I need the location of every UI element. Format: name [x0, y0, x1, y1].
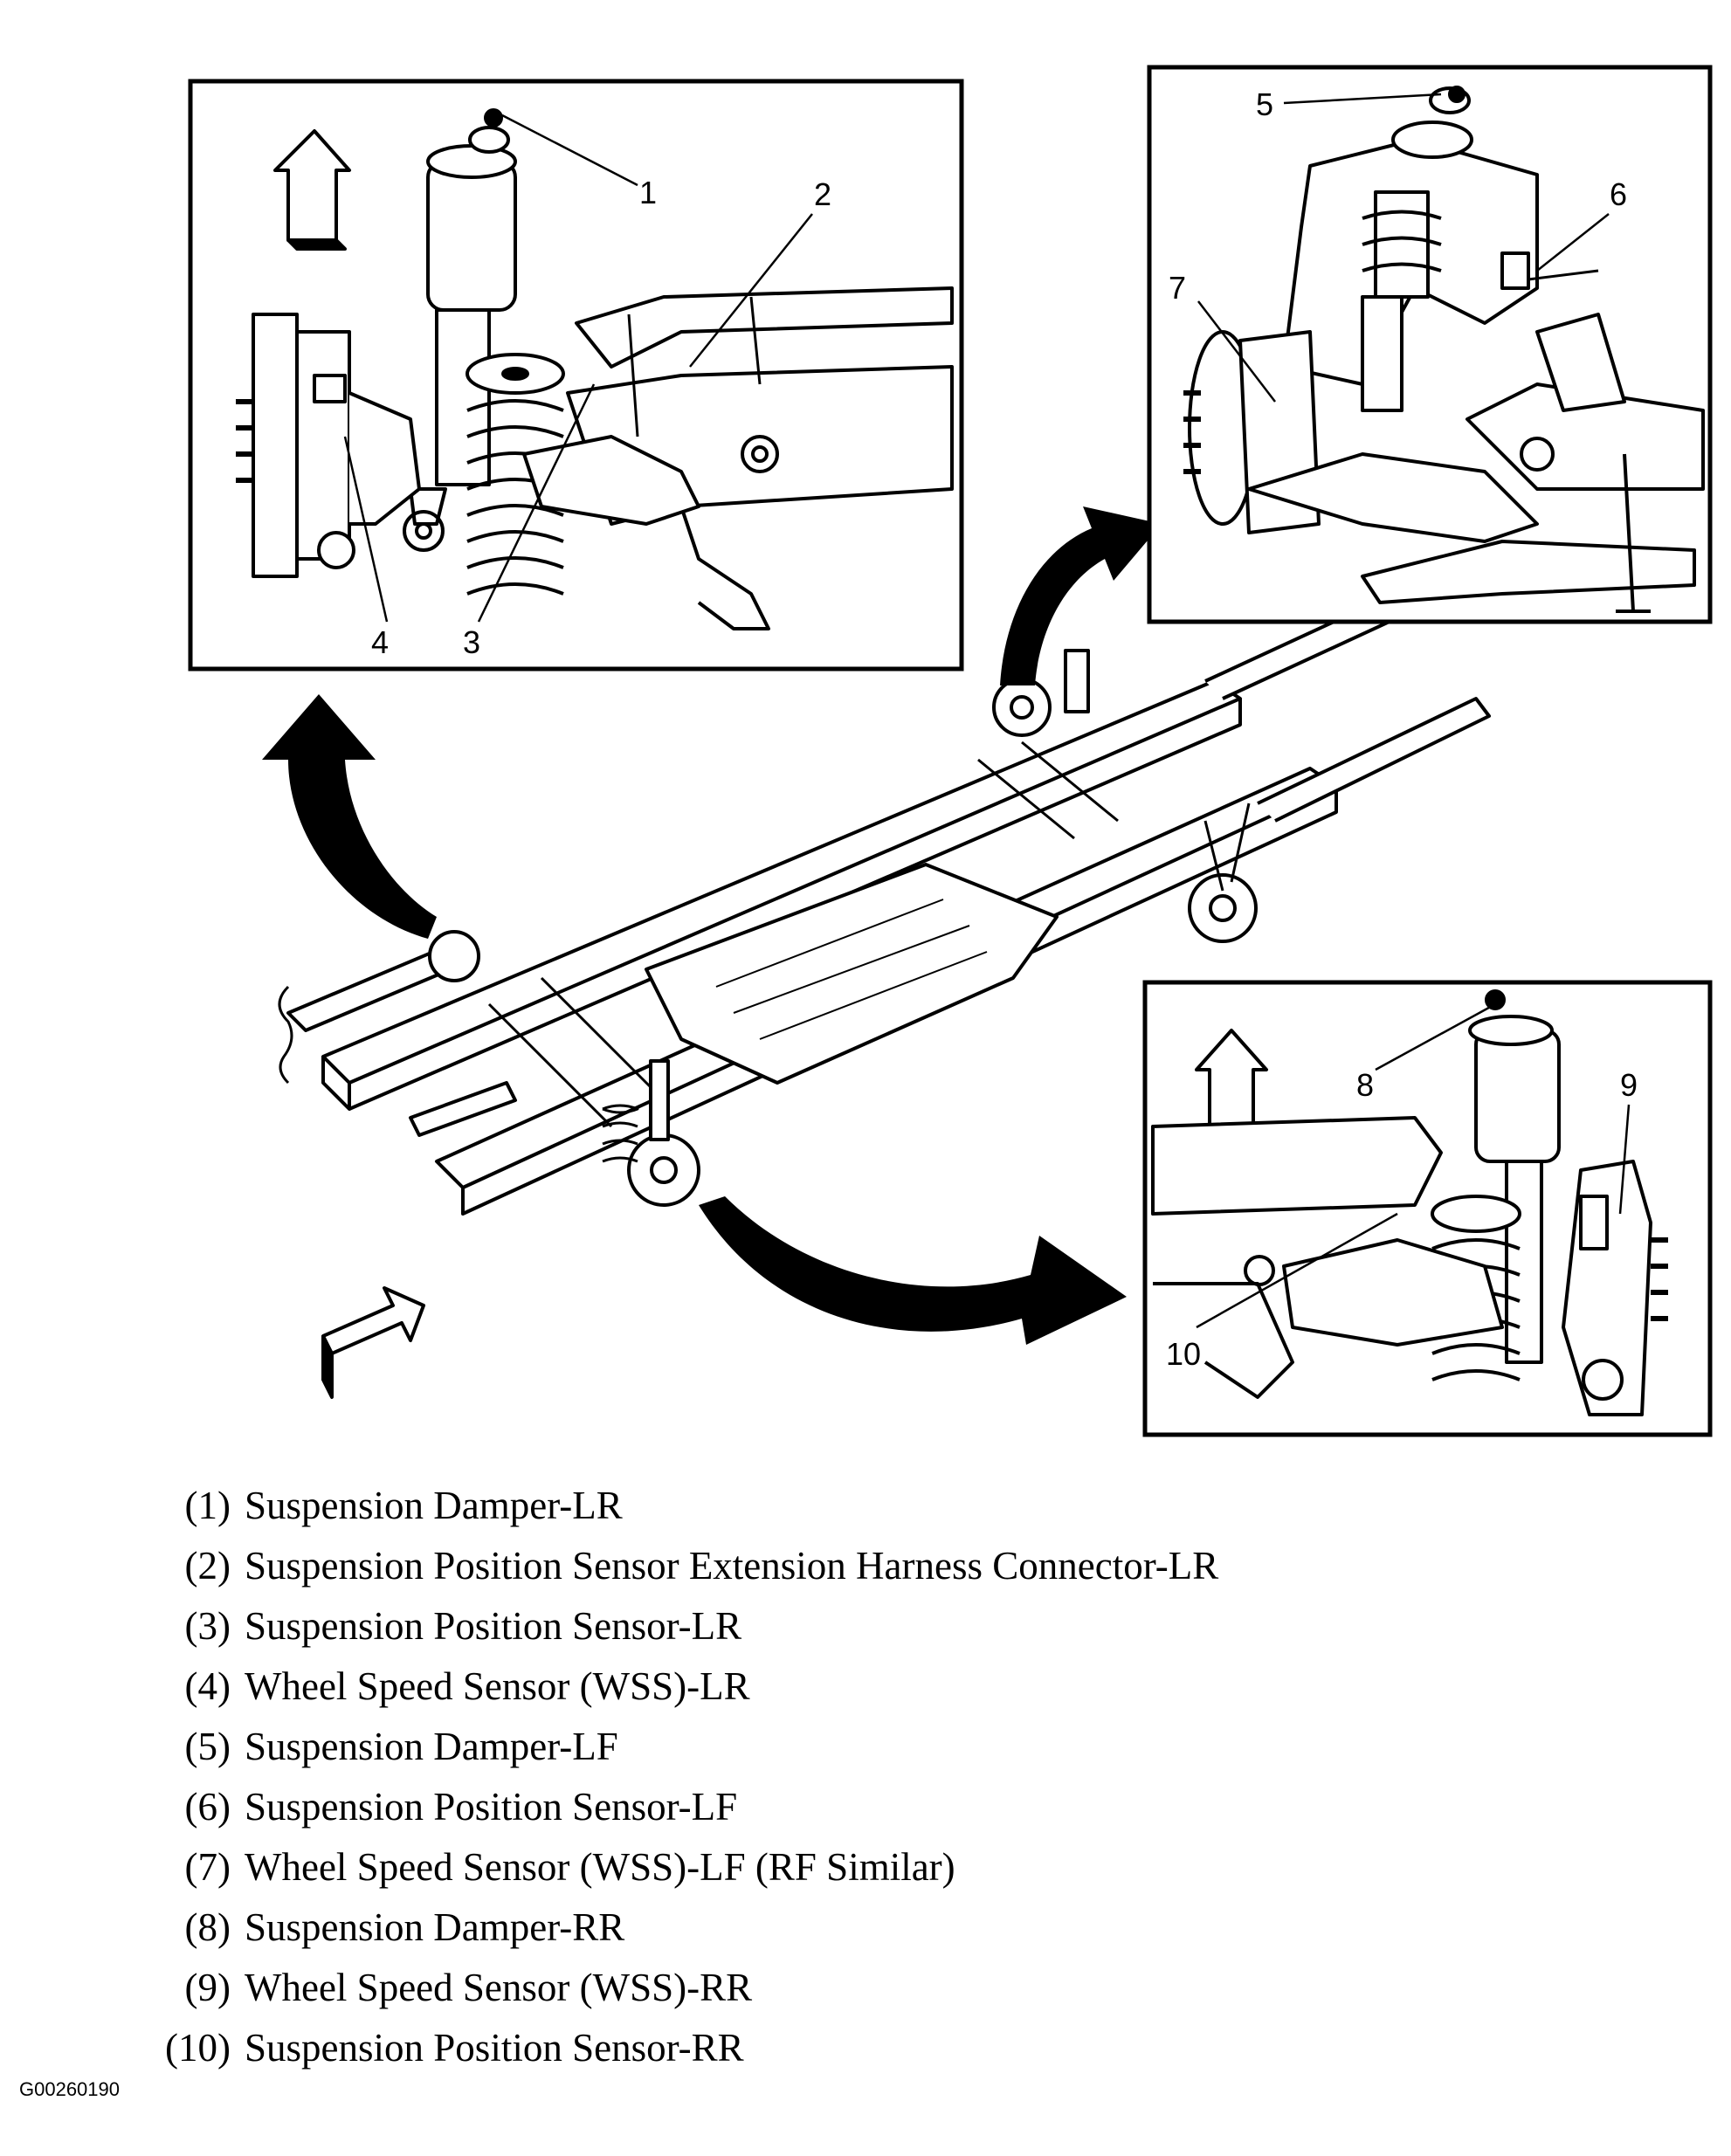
- callout-1: 1: [639, 175, 657, 210]
- inset-lf-callouts: [1197, 93, 1610, 403]
- inset-lf-drawing: [1183, 86, 1705, 613]
- legend-index: (7): [184, 1845, 231, 1889]
- front-direction-arrow: [321, 1286, 425, 1399]
- legend-label: Suspension Position Sensor Extension Har…: [245, 1544, 1219, 1588]
- suspension-diagram: 1 2 3 4 5 6 7: [188, 65, 1713, 1437]
- legend-item: (1) Suspension Damper-LR: [148, 1476, 1633, 1536]
- callout-9: 9: [1620, 1067, 1638, 1103]
- legend-label: Wheel Speed Sensor (WSS)-LR: [245, 1664, 750, 1708]
- legend-index: (8): [184, 1905, 231, 1949]
- legend-item: (5) Suspension Damper-LF: [148, 1717, 1633, 1777]
- callout-6: 6: [1610, 176, 1627, 212]
- callout-5: 5: [1256, 86, 1273, 122]
- legend-index: (9): [184, 1966, 231, 2009]
- legend-item: (2) Suspension Position Sensor Extension …: [148, 1536, 1633, 1596]
- legend-index: (10): [165, 2026, 231, 2070]
- callout-4: 4: [371, 624, 389, 660]
- parts-legend: (1) Suspension Damper-LR (2) Suspension Po…: [148, 1476, 1633, 2078]
- legend-item: (7) Wheel Speed Sensor (WSS)-LF (RF Simil…: [148, 1837, 1633, 1898]
- legend-index: (2): [184, 1544, 231, 1588]
- callout-2: 2: [814, 176, 831, 212]
- inset-lr-callouts: [343, 114, 813, 623]
- inset-rr-drawing: [1151, 989, 1668, 1416]
- legend-label: Wheel Speed Sensor (WSS)-RR: [245, 1966, 753, 2009]
- legend-label: Suspension Position Sensor-RR: [245, 2026, 744, 2070]
- legend-label: Suspension Position Sensor-LF: [245, 1785, 738, 1829]
- curved-arrow-to-lf-inset: [1000, 506, 1162, 685]
- legend-index: (5): [184, 1725, 231, 1768]
- curved-arrow-to-rr-inset: [699, 1196, 1127, 1345]
- legend-item: (6) Suspension Position Sensor-LF: [148, 1777, 1633, 1837]
- legend-index: (4): [184, 1664, 231, 1708]
- callout-3: 3: [463, 624, 480, 660]
- legend-label: Suspension Damper-LR: [245, 1484, 623, 1527]
- legend-item: (10) Suspension Position Sensor-RR: [148, 2018, 1633, 2078]
- legend-label: Suspension Position Sensor-LR: [245, 1604, 742, 1648]
- legend-index: (3): [184, 1604, 231, 1648]
- inset-rr-callouts: [1196, 1002, 1631, 1329]
- curved-arrow-to-lr-inset: [262, 694, 437, 939]
- legend-item: (3) Suspension Position Sensor-LR: [148, 1596, 1633, 1657]
- legend-label: Suspension Damper-RR: [245, 1905, 625, 1949]
- chassis-frame: [278, 575, 1491, 1216]
- callout-10: 10: [1166, 1336, 1201, 1372]
- inset-lr-drawing: [236, 108, 954, 630]
- legend-label: Wheel Speed Sensor (WSS)-LF (RF Similar): [245, 1845, 955, 1889]
- legend-index: (1): [184, 1484, 231, 1527]
- legend-label: Suspension Damper-LF: [245, 1725, 618, 1768]
- callout-8: 8: [1356, 1067, 1374, 1103]
- legend-item: (9) Wheel Speed Sensor (WSS)-RR: [148, 1958, 1633, 2018]
- legend-item: (8) Suspension Damper-RR: [148, 1898, 1633, 1958]
- callout-7: 7: [1169, 270, 1186, 306]
- legend-item: (4) Wheel Speed Sensor (WSS)-LR: [148, 1657, 1633, 1717]
- figure-id: G00260190: [19, 2078, 120, 2100]
- legend-index: (6): [184, 1785, 231, 1829]
